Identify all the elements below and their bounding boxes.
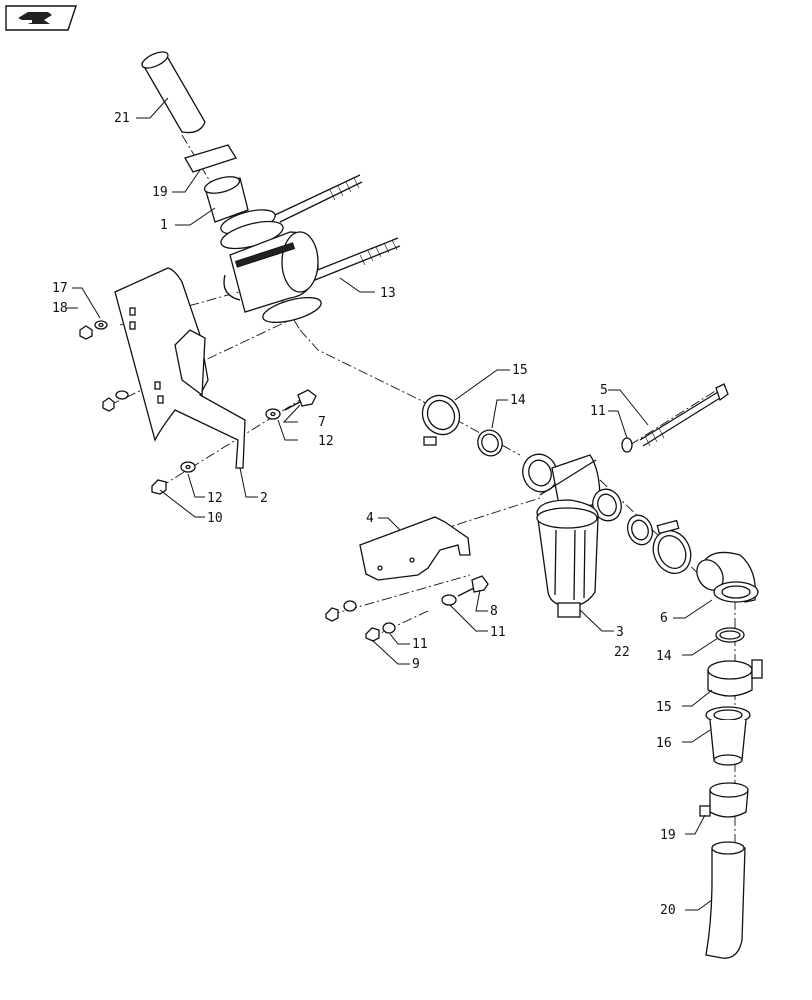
hose-21 [141, 51, 206, 134]
callout-17: 17 [52, 281, 68, 296]
callout-8: 8 [490, 604, 498, 619]
bracket-4 [359, 516, 471, 581]
bracket-2 [114, 267, 246, 469]
callout-14-lower: 14 [656, 649, 672, 664]
callout-19: 19 [152, 185, 168, 200]
callout-11-mid: 11 [490, 625, 506, 640]
hardware-17-18 [79, 320, 108, 340]
callout-12-left: 12 [207, 491, 223, 506]
hardware-9-11 [365, 622, 396, 642]
nav-button[interactable] [5, 5, 77, 31]
callout-21: 21 [114, 111, 130, 126]
forward-arrow-icon [18, 12, 52, 24]
washer-11-top [621, 437, 633, 453]
callout-6: 6 [660, 611, 668, 626]
callout-18: 18 [52, 301, 68, 316]
callout-22: 22 [614, 645, 630, 660]
bolt-8-washer-11 [441, 575, 489, 606]
clamp-right [652, 519, 692, 574]
studs-13 [274, 174, 401, 283]
callout-3: 3 [616, 625, 624, 640]
hardware-12-10 [151, 461, 196, 495]
callout-20: 20 [660, 903, 676, 918]
leader-lines [66, 97, 719, 911]
callout-labels: 21 19 1 13 17 18 7 12 12 10 2 15 14 5 11… [52, 111, 676, 918]
hardware-left-mid [102, 390, 129, 412]
adapter-16 [705, 706, 751, 766]
hardware-4-left [325, 600, 357, 622]
bolt-7-washer-12 [265, 389, 317, 420]
callout-7: 7 [318, 415, 326, 430]
bolt-5 [639, 383, 729, 447]
callout-14-upper: 14 [510, 393, 526, 408]
oring-14-upper [477, 429, 503, 457]
clamp-19-lower [699, 782, 749, 818]
callout-12-right: 12 [318, 434, 334, 449]
hose-20 [705, 841, 746, 959]
clamp-15-lower [707, 659, 763, 697]
valve-body [223, 231, 322, 324]
callout-13: 13 [380, 286, 396, 301]
callout-1: 1 [160, 218, 168, 233]
filter-3 [522, 453, 622, 618]
elbow-6 [696, 551, 759, 603]
callout-5: 5 [600, 383, 608, 398]
callout-16: 16 [656, 736, 672, 751]
callout-15-upper: 15 [512, 363, 528, 378]
callout-19-lower: 19 [660, 828, 676, 843]
fitting-1 [203, 176, 284, 250]
assembly-axes [109, 134, 736, 850]
clamp-15-upper [421, 394, 461, 446]
clamp-19-top [184, 144, 237, 173]
callout-2: 2 [260, 491, 268, 506]
callout-4: 4 [366, 511, 374, 526]
callout-11-top: 11 [590, 404, 606, 419]
callout-9: 9 [412, 657, 420, 672]
oring-14-lower [715, 627, 745, 643]
seal-right [626, 514, 654, 546]
callout-15-lower: 15 [656, 700, 672, 715]
callout-11-bottom: 11 [412, 637, 428, 652]
callout-10: 10 [207, 511, 223, 526]
